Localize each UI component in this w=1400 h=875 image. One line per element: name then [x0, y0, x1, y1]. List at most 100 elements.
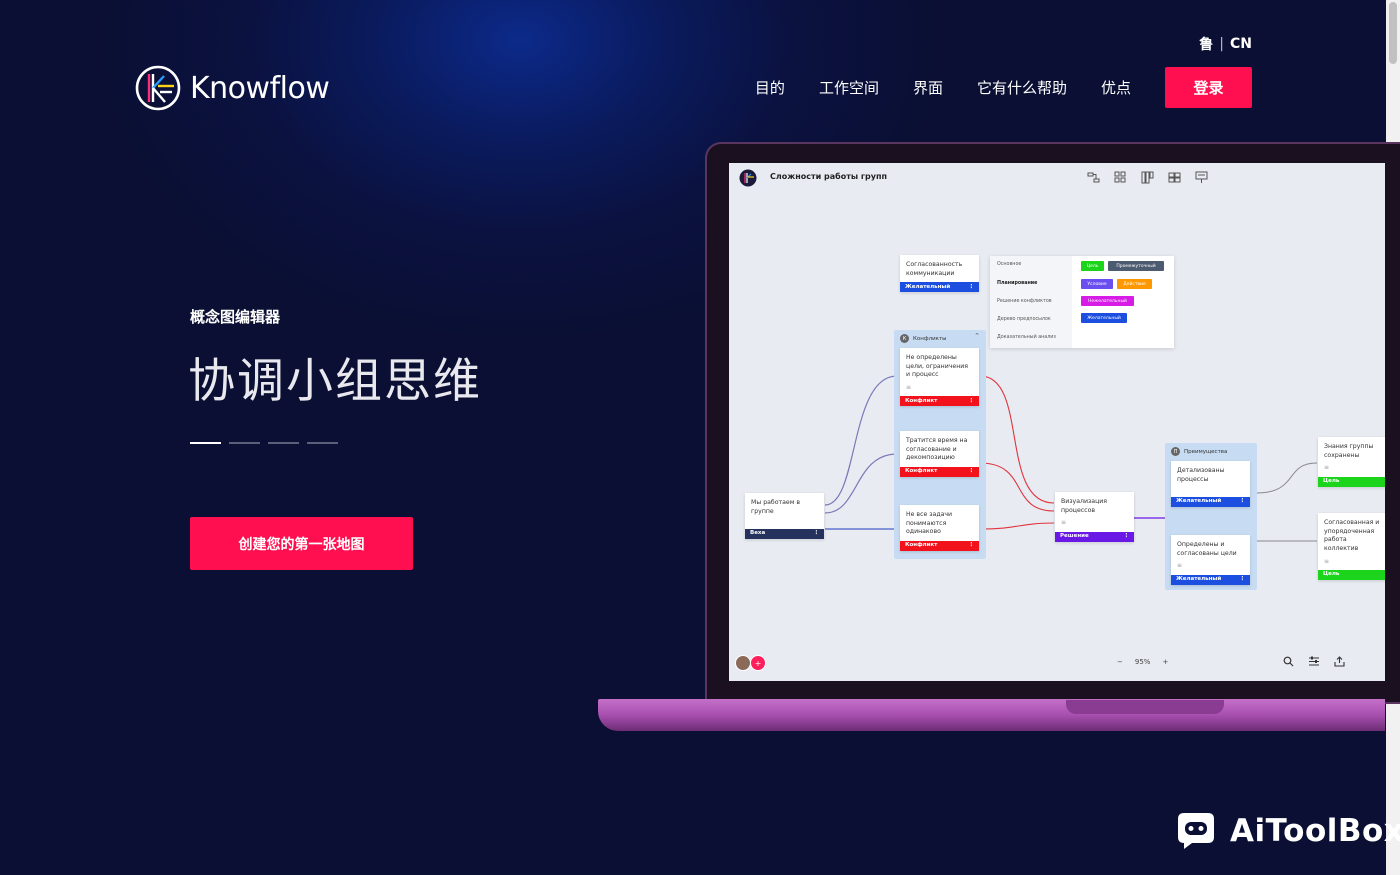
nav-item-advantages[interactable]: 优点: [1100, 79, 1131, 97]
brand-name: Knowflow: [190, 70, 330, 106]
search-icon[interactable]: [1283, 656, 1294, 667]
slider-dot-1[interactable]: [190, 442, 221, 444]
main-nav: 目的 工作空间 界面 它有什么帮助 优点 登录: [755, 67, 1252, 108]
legend-row-evidence-analysis[interactable]: Доказательный анализ: [997, 335, 1056, 340]
group-title: Конфликты: [913, 335, 947, 342]
chip-action[interactable]: Действие: [1117, 279, 1152, 289]
chip-desirable[interactable]: Желательный: [1081, 313, 1127, 323]
node-conflict-1[interactable]: Не определены цели, ограничения и процес…: [900, 348, 979, 407]
node-tag: Веха ⋮: [745, 529, 824, 539]
node-menu-icon[interactable]: ⋮: [1239, 498, 1246, 505]
slider-dot-2[interactable]: [229, 442, 260, 444]
watermark: AiToolBox: [1172, 811, 1400, 851]
node-tag: Желательный⋮: [1171, 574, 1250, 585]
collapse-icon[interactable]: ⌃: [974, 332, 980, 340]
node-conflict-2[interactable]: Тратится время на согласование и декомпо…: [900, 431, 979, 478]
node-menu-icon[interactable]: ⋮: [968, 397, 975, 404]
node-text: Мы работаем в группе: [751, 499, 800, 515]
node-tag: Конфликт ⋮: [900, 541, 979, 552]
chip-undesirable[interactable]: Нежелательный: [1081, 296, 1134, 306]
node-conflict-3[interactable]: Не все задачи понимаются одинаково Конфл…: [900, 505, 979, 552]
app-toolbar: [1087, 171, 1208, 184]
hero-headline: 协调小组思维: [188, 354, 482, 409]
node-tag-label: Конфликт: [905, 542, 938, 549]
legend-row-planning[interactable]: Планирование: [997, 281, 1038, 286]
language-separator: |: [1219, 36, 1224, 52]
layout-tiles-icon[interactable]: [1168, 171, 1181, 184]
filter-settings-icon[interactable]: [1308, 656, 1320, 667]
watermark-text: AiToolBox: [1230, 813, 1400, 849]
legend-row-conflict-resolution[interactable]: Решение конфликтов: [997, 299, 1052, 304]
legend-categories: [990, 256, 1072, 348]
node-text: Не все задачи понимаются одинаково: [906, 511, 953, 536]
node-menu-icon[interactable]: ⋮: [1123, 532, 1130, 539]
slider-dot-3[interactable]: [268, 442, 299, 444]
node-tag-label: Конфликт: [905, 468, 938, 475]
chip-condition[interactable]: Условие: [1081, 279, 1113, 289]
node-advantage-1[interactable]: Детализованы процессы Желательный⋮: [1171, 461, 1250, 507]
nav-item-purpose[interactable]: 目的: [754, 79, 785, 97]
chip-goal[interactable]: Цель: [1081, 261, 1104, 271]
node-communication[interactable]: Согласованность коммуникации Желательный…: [900, 255, 979, 293]
share-icon[interactable]: [1334, 656, 1345, 667]
zoom-out-button[interactable]: −: [1117, 658, 1123, 666]
legend-row-prerequisite-tree[interactable]: Дерево предпосылок: [997, 317, 1051, 322]
node-text: Знания группы сохранены: [1324, 443, 1374, 459]
notes-icon: ≡: [1061, 519, 1067, 527]
hero-slider-indicator: [190, 442, 338, 444]
group-title: Преимущества: [1184, 448, 1228, 455]
node-tag: Желательный ⋮: [1171, 497, 1250, 507]
node-tag-label: Решение: [1060, 532, 1089, 539]
node-text: Определены и согласованы цели: [1177, 541, 1237, 557]
laptop-base: [598, 699, 1385, 731]
hero-eyebrow: 概念图编辑器: [190, 308, 281, 326]
slider-dot-4[interactable]: [307, 442, 338, 444]
layout-flow-icon[interactable]: [1087, 171, 1100, 184]
type-legend-panel: Основное Планирование Решение конфликтов…: [990, 256, 1174, 348]
brand-logo[interactable]: Knowflow: [134, 64, 330, 112]
node-tag: Конфликт ⋮: [900, 467, 979, 478]
nav-item-interface[interactable]: 界面: [912, 79, 943, 97]
layout-grid-icon[interactable]: [1114, 171, 1127, 184]
node-tag: Решение ⋮: [1055, 531, 1134, 542]
node-tag-label: Веха: [750, 530, 766, 537]
node-menu-icon[interactable]: ⋮: [968, 468, 975, 475]
node-text: Визуализация процессов: [1061, 498, 1108, 514]
node-goal-2[interactable]: Согласованная и упорядоченная работа кол…: [1318, 513, 1385, 581]
legend-row-basic[interactable]: Основное: [997, 262, 1022, 267]
zoom-in-button[interactable]: +: [1162, 658, 1169, 666]
scrollbar-thumb[interactable]: [1389, 2, 1397, 64]
add-user-icon[interactable]: +: [750, 655, 766, 671]
language-switcher[interactable]: 鲁 | CN: [1199, 34, 1252, 54]
notes-icon: ≡: [1324, 464, 1330, 472]
zoom-control: − 95% +: [1117, 658, 1168, 666]
language-option-cn[interactable]: CN: [1230, 36, 1252, 52]
node-menu-icon[interactable]: ⋮: [1239, 575, 1246, 582]
user-avatar[interactable]: [735, 655, 751, 671]
app-logo-icon: [739, 169, 757, 187]
nav-item-how-it-helps[interactable]: 它有什么帮助: [976, 79, 1067, 97]
layout-columns-icon[interactable]: [1141, 171, 1154, 184]
node-tag-label: Конфликт: [905, 397, 938, 404]
nav-item-workspace[interactable]: 工作空间: [818, 79, 879, 97]
node-goal-1[interactable]: Знания группы сохранены ≡ Цель: [1318, 437, 1385, 487]
node-we-work-in-group[interactable]: Мы работаем в группе Веха ⋮: [745, 493, 824, 539]
presentation-icon[interactable]: [1195, 171, 1208, 184]
bottom-right-toolbar: [1283, 656, 1345, 667]
node-tag: Цель: [1318, 476, 1385, 487]
node-menu-icon[interactable]: ⋮: [968, 283, 975, 290]
node-visualization[interactable]: Визуализация процессов ≡ Решение ⋮: [1055, 492, 1134, 542]
login-button[interactable]: 登录: [1165, 67, 1252, 108]
notes-icon: ≡: [1177, 562, 1183, 570]
node-tag: Цель: [1318, 570, 1385, 581]
notes-icon: ≡: [906, 384, 912, 392]
node-advantage-2[interactable]: Определены и согласованы цели ≡ Желатель…: [1171, 535, 1250, 585]
language-option-1[interactable]: 鲁: [1199, 37, 1214, 53]
create-map-button[interactable]: 创建您的第一张地图: [190, 517, 413, 570]
group-badge: П: [1171, 447, 1180, 456]
node-tag-label: Желательный: [1176, 498, 1222, 505]
node-menu-icon[interactable]: ⋮: [813, 530, 820, 537]
chip-intermediate[interactable]: Промежуточный: [1108, 261, 1164, 271]
node-menu-icon[interactable]: ⋮: [968, 542, 975, 549]
